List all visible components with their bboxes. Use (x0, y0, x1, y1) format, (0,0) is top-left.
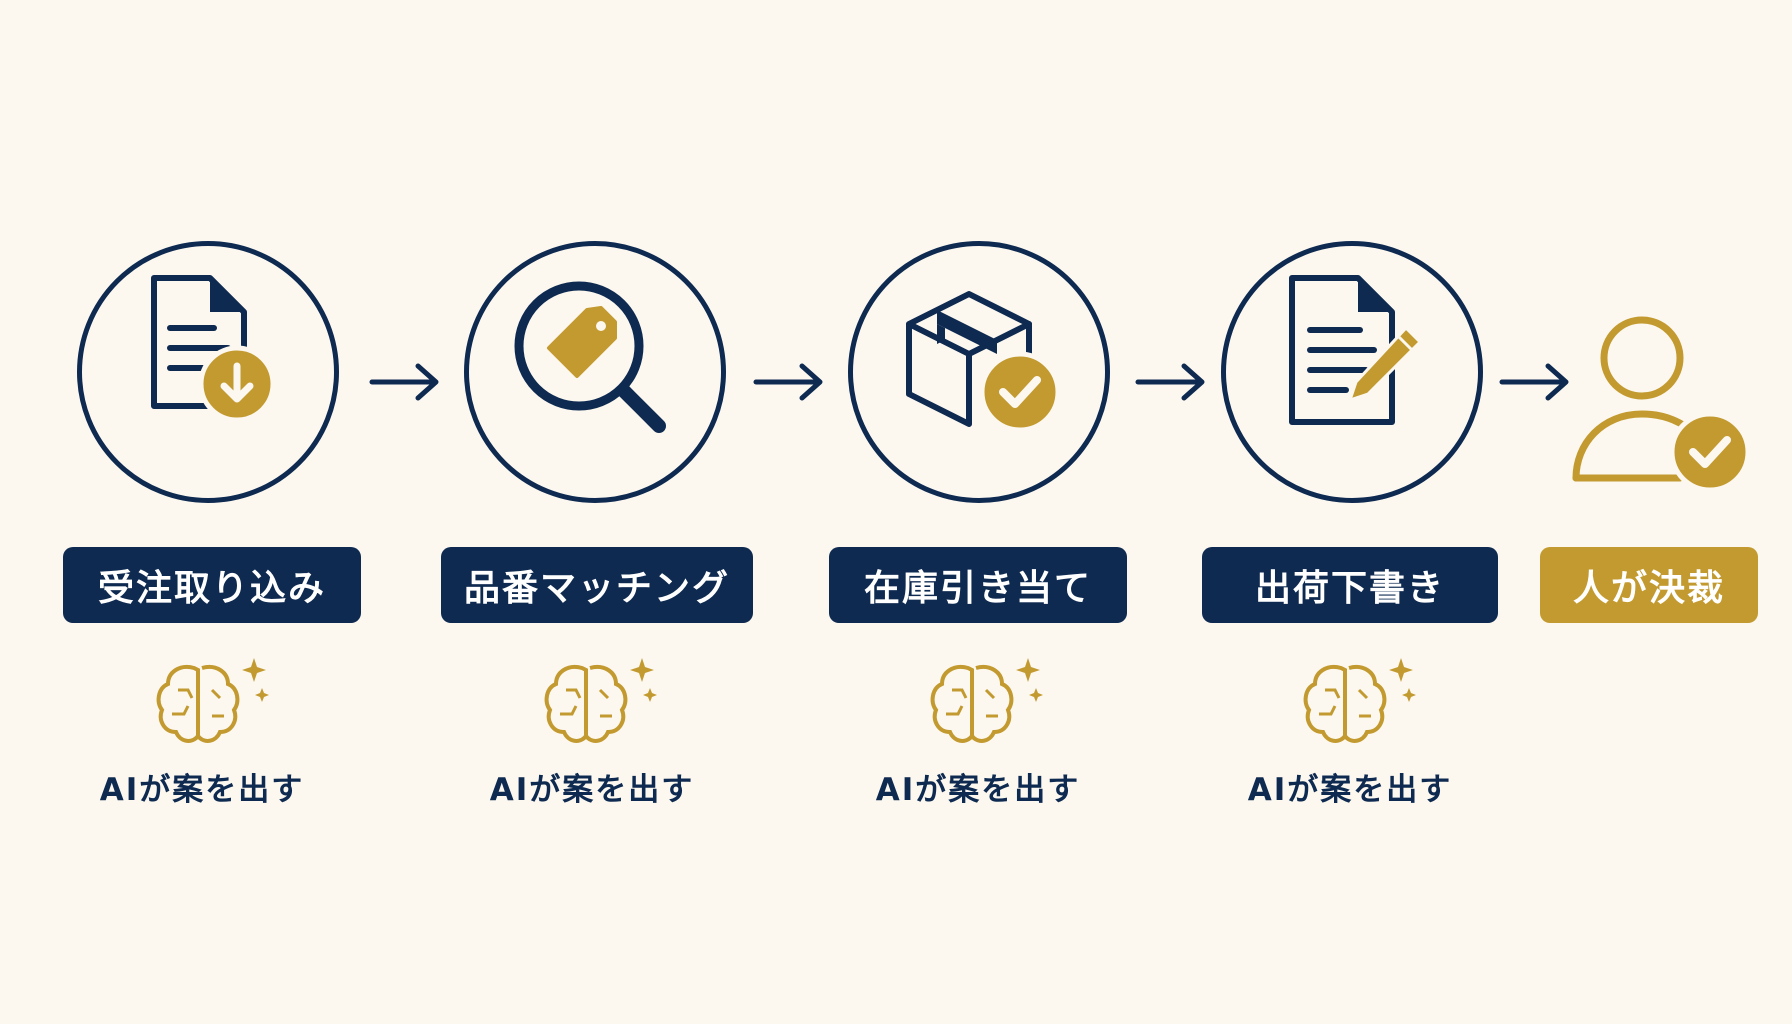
final-step-label: 人が決裁 (1540, 547, 1758, 623)
arrow-right-icon (1499, 363, 1569, 401)
step-circle (1221, 241, 1483, 503)
step-circle (464, 241, 726, 503)
arrow-right-icon (1135, 363, 1205, 401)
document-edit-icon (1289, 275, 1422, 425)
step-label: 受注取り込み (63, 547, 361, 623)
ai-caption: AIが案を出す (489, 772, 695, 808)
ai-brain-icon (930, 658, 1043, 743)
ai-caption: AIが案を出す (875, 772, 1081, 808)
person-check-icon (1572, 316, 1751, 493)
step-label: 在庫引き当て (829, 547, 1127, 623)
ai-brain-icon (544, 658, 657, 743)
arrow-right-icon (753, 363, 823, 401)
step-label: 品番マッチング (441, 547, 753, 623)
step-circle (848, 241, 1110, 503)
step-label: 出荷下書き (1202, 547, 1498, 623)
ai-caption: AIが案を出す (1247, 772, 1453, 808)
search-tag-icon (514, 281, 666, 433)
document-download-icon (151, 275, 276, 423)
ai-caption: AIが案を出す (99, 772, 305, 808)
arrow-right-icon (369, 363, 439, 401)
step-circle (77, 241, 339, 503)
ai-brain-icon (156, 658, 269, 743)
box-check-icon (906, 291, 1061, 433)
ai-brain-icon (1303, 658, 1416, 743)
